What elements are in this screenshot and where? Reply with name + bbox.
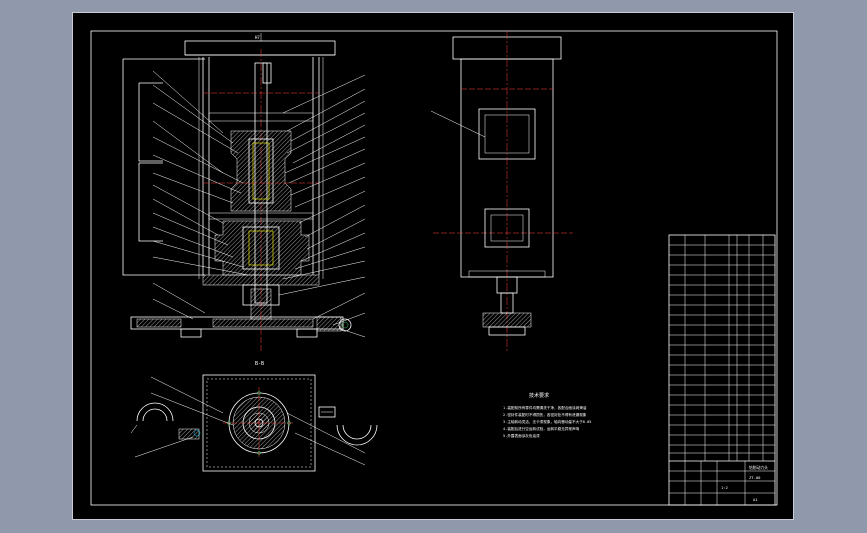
notes-title: 技术要求 (529, 392, 549, 399)
section-bb-view: B-B (130, 361, 378, 472)
drawing-sheet: H7 (72, 12, 794, 520)
drawing-title: 钻削动力头 (749, 465, 768, 470)
drawing-number: ZT-00 (749, 475, 761, 480)
drawing-scale: 1:2 (721, 485, 728, 490)
note-line: 4.装配后进行空运转试验，运转平稳无异常声响 (503, 426, 580, 431)
parts-list-table: 钻削动力头 ZT-00 1:2 A1 (668, 234, 776, 506)
note-line: 3.主轴转动灵活，无卡滞现象，轴向窜动量不大于0.05 (503, 419, 591, 424)
note-line: 5.外露表面涂灰色油漆 (503, 433, 540, 438)
note-line: 1.装配前所有零件均需清洗干净，各配合面涂润滑油 (503, 405, 587, 410)
side-view (430, 31, 573, 353)
technical-notes: 技术要求 1.装配前所有零件均需清洗干净，各配合面涂润滑油 2.密封件装配时不得… (503, 392, 591, 438)
leader-lines-left (152, 70, 249, 320)
leader-lines-right (278, 74, 366, 338)
drawing-canvas: H7 (90, 30, 778, 506)
drawing-border (90, 30, 778, 506)
note-line: 2.密封件装配时不得损伤，各密封处不得有泄漏现象 (503, 412, 587, 417)
section-label: B-B (255, 361, 264, 367)
sheet-size: A1 (753, 497, 758, 502)
svg-text:H7: H7 (255, 35, 260, 40)
main-section-view: H7 (122, 33, 352, 353)
